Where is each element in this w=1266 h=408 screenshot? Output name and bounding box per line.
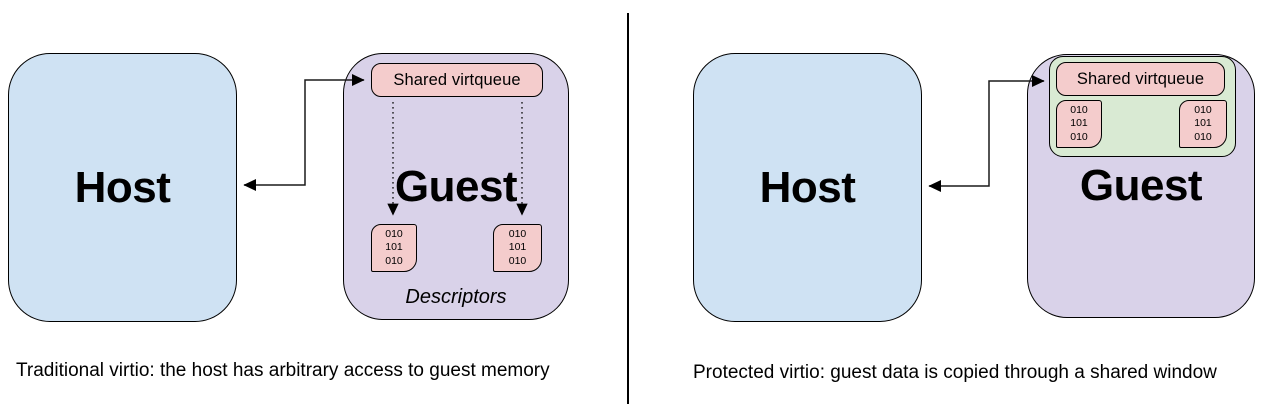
bits-line: 010 — [1194, 130, 1212, 143]
bits-line: 101 — [508, 241, 527, 254]
left-shared-virtqueue-box: Shared virtqueue — [371, 63, 543, 97]
bits-line: 010 — [385, 254, 403, 267]
left-descriptor-box-2: 010 101 010 — [493, 224, 542, 272]
right-window-data-box-2: 010 101 010 — [1179, 100, 1227, 148]
panel-divider — [627, 13, 629, 404]
left-descriptor-box-1: 010 101 010 — [371, 224, 417, 272]
bits-line: 010 — [1070, 130, 1088, 143]
right-host-box — [693, 53, 922, 322]
bits-line: 010 — [385, 227, 403, 240]
bits-line: 010 — [508, 227, 527, 240]
left-guest-box — [343, 53, 569, 320]
bits-line: 010 — [1070, 103, 1088, 116]
left-shared-virtqueue-label: Shared virtqueue — [393, 70, 521, 89]
right-shared-virtqueue-label: Shared virtqueue — [1076, 69, 1205, 88]
left-caption: Traditional virtio: the host has arbitra… — [16, 360, 550, 381]
right-caption: Protected virtio: guest data is copied t… — [693, 362, 1217, 383]
right-shared-virtqueue-box: Shared virtqueue — [1056, 62, 1225, 96]
bits-line: 101 — [1194, 117, 1212, 130]
bits-line: 101 — [1070, 117, 1088, 130]
left-host-box — [8, 53, 237, 322]
bits-line: 010 — [1194, 103, 1212, 116]
bits-line: 101 — [385, 241, 403, 254]
right-window-data-box-1: 010 101 010 — [1056, 100, 1102, 148]
bits-line: 010 — [508, 254, 527, 267]
